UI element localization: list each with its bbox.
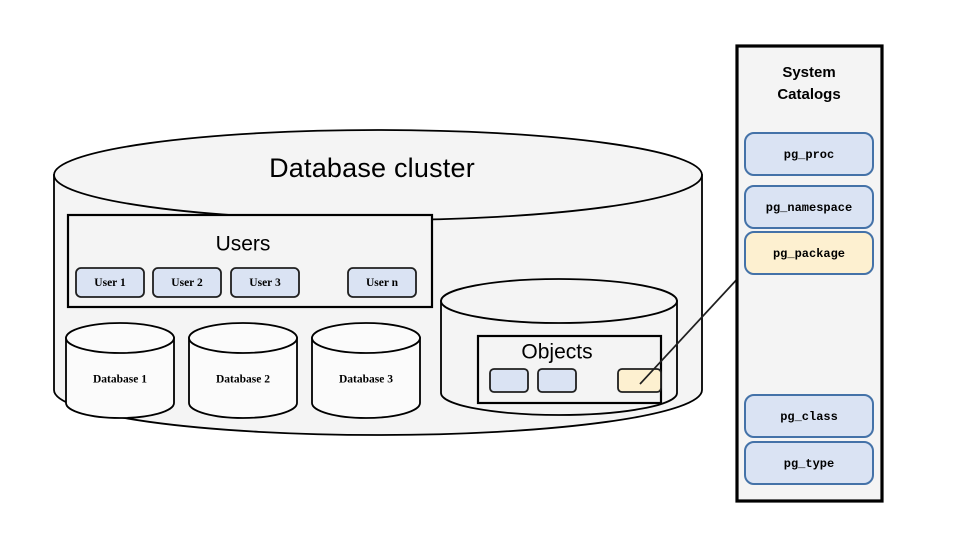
catalog-item-pg-class[interactable]: pg_class [744,394,874,438]
cluster-title: Database cluster [269,153,475,183]
system-catalogs-title-line2: Catalogs [777,86,840,103]
system-catalogs-panel: System Catalogs pg_proc pg_namespace pg_… [735,44,884,503]
catalog-item-bg[interactable] [744,231,874,275]
user-chip[interactable]: User 3 [230,267,300,298]
database-label: Database 3 [339,374,393,386]
user-chip-label: User n [366,277,399,289]
catalog-item-label: pg_namespace [766,201,852,215]
catalog-item-bg[interactable] [744,394,874,438]
user-chip[interactable]: User 2 [152,267,222,298]
user-chip-bg[interactable] [152,267,222,298]
catalog-item-bg[interactable] [744,132,874,176]
objects-chip-blue-1[interactable] [489,368,529,393]
user-chip-label: User 2 [171,277,203,289]
users-title: Users [216,233,271,256]
database-label: Database 1 [93,374,147,386]
user-chip[interactable]: User 1 [75,267,145,298]
connector-object-to-pg-package [639,261,754,385]
users-section: Users User 1 User 2 User 3 User n [66,213,434,309]
objects-title: Objects [521,341,592,364]
catalog-item-pg-namespace[interactable]: pg_namespace [744,185,874,229]
catalog-item-pg-type[interactable]: pg_type [744,441,874,485]
objects-chip-blue-2[interactable] [537,368,577,393]
objects-chip-yellow[interactable] [617,368,662,393]
user-chip-bg[interactable] [230,267,300,298]
database-3: Database 3 [311,322,421,419]
user-chip-bg[interactable] [347,267,417,298]
catalog-item-label: pg_class [780,410,838,424]
catalog-item-label: pg_proc [784,148,834,162]
objects-cylinder-top [440,278,678,324]
user-chip-label: User 1 [94,277,126,289]
database-label: Database 2 [216,374,270,386]
catalog-item-bg[interactable] [744,441,874,485]
catalog-item-label: pg_type [784,457,834,471]
user-chip[interactable]: User n [347,267,417,298]
objects-section: Objects [476,334,663,405]
catalog-item-label: pg_package [773,247,845,261]
catalog-item-pg-package[interactable]: pg_package [744,231,874,275]
user-chip-bg[interactable] [75,267,145,298]
user-chip-label: User 3 [249,277,281,289]
system-catalogs-title-line1: System [782,64,835,81]
database-2: Database 2 [188,322,298,419]
catalog-item-bg[interactable] [744,185,874,229]
database-1: Database 1 [65,322,175,419]
catalog-item-pg-proc[interactable]: pg_proc [744,132,874,176]
